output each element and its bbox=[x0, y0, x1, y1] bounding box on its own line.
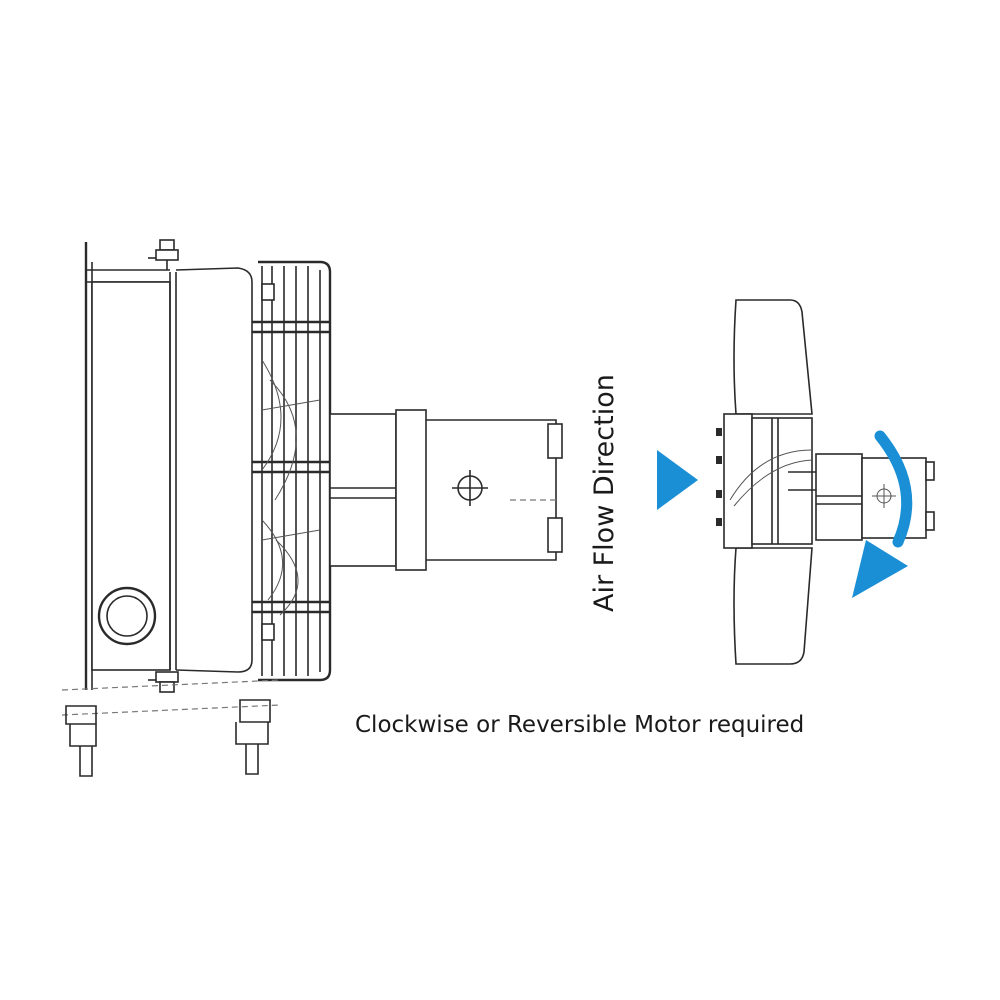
port-circle bbox=[97, 586, 157, 646]
hub-studs bbox=[716, 428, 722, 526]
bolt-bottom bbox=[148, 671, 179, 693]
fan-blades bbox=[261, 359, 321, 616]
air-flow-direction-label: Air Flow Direction bbox=[589, 374, 620, 612]
mounting-feet bbox=[61, 679, 281, 777]
bolt-top bbox=[148, 239, 179, 270]
fan-motor-drawing bbox=[716, 299, 935, 665]
motor-body bbox=[329, 409, 563, 571]
curved-arrow-icon bbox=[852, 430, 913, 598]
cooler-unit-drawing bbox=[61, 239, 563, 777]
motor-note-caption: Clockwise or Reversible Motor required bbox=[355, 712, 804, 738]
fan-guard bbox=[252, 260, 332, 682]
triangle-right-icon bbox=[657, 450, 698, 510]
